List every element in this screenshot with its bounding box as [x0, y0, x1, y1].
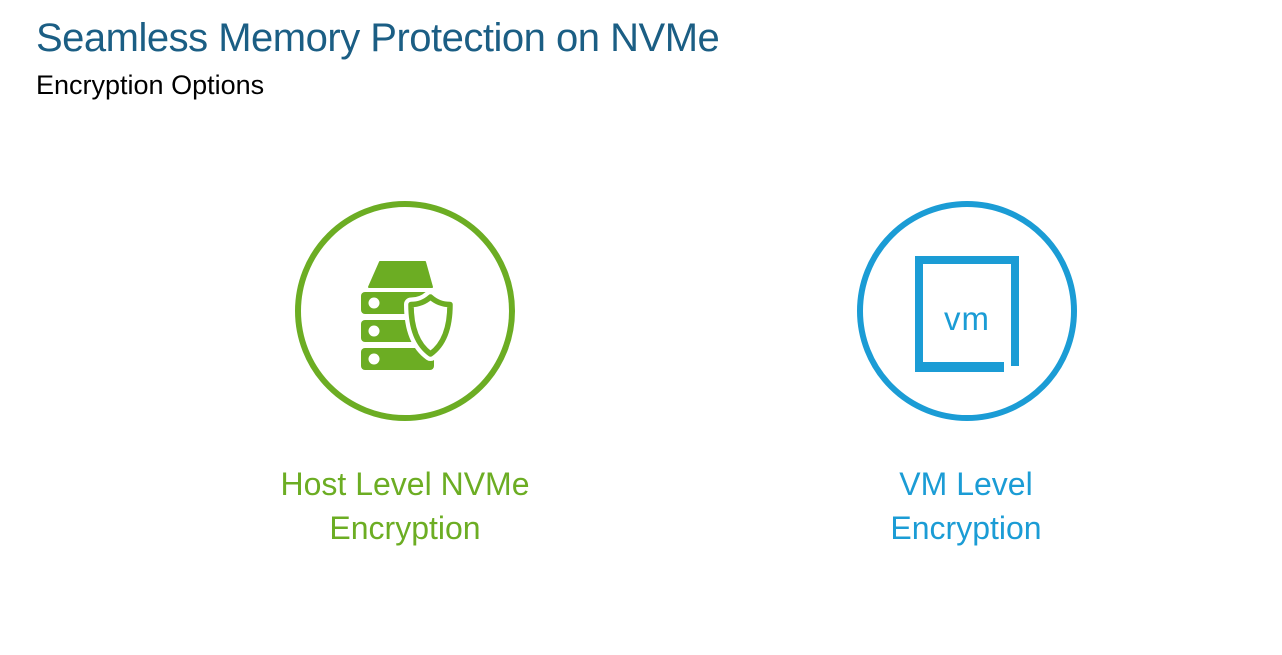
vm-encryption-label-line2: Encryption	[890, 510, 1042, 546]
slide-subtitle: Encryption Options	[36, 70, 265, 100]
host-encryption-label-line1: Host Level NVMe	[280, 466, 530, 502]
vm-icon-text: vm	[944, 300, 990, 337]
vm-encryption-label-line1: VM Level	[899, 466, 1033, 502]
slide-title: Seamless Memory Protection on NVMe	[36, 16, 720, 60]
host-encryption-circle	[295, 201, 515, 421]
vm-box-icon: vm	[915, 256, 1019, 372]
vm-encryption-circle: vm	[857, 201, 1077, 421]
vm-encryption-label: VM Level Encryption	[766, 462, 1166, 550]
host-encryption-label-line2: Encryption	[329, 510, 481, 546]
server-shield-icon	[361, 261, 455, 370]
host-encryption-label: Host Level NVMe Encryption	[205, 462, 605, 550]
